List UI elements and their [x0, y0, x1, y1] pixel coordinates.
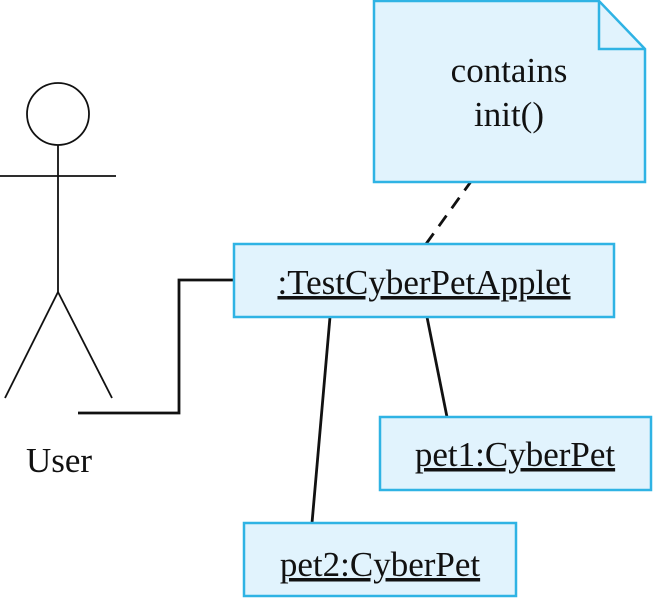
note-corner-fold	[597, 1, 645, 51]
actor-head	[26, 82, 90, 146]
note-line-2: init()	[474, 95, 544, 134]
actor-label: User	[26, 441, 92, 480]
object-box-testcyberpetapplet: :TestCyberPetApplet	[232, 242, 616, 319]
user-to-applet-link	[78, 278, 234, 415]
actor-right-leg	[57, 291, 113, 399]
note-body	[372, 0, 647, 184]
object-box-pet2: pet2:CyberPet	[242, 521, 518, 598]
user-actor-icon	[0, 82, 116, 399]
object-box-pet1-rect	[378, 415, 653, 492]
association-lines	[78, 136, 505, 524]
object-box-main-rect	[232, 242, 616, 319]
object-label-pet2: pet2:CyberPet	[280, 545, 481, 584]
object-box-pet2-rect	[242, 521, 518, 598]
note-line-1: contains	[451, 51, 568, 90]
applet-to-pet2-link	[310, 316, 332, 524]
note-shape	[372, 0, 647, 184]
applet-to-pet1-link	[425, 316, 449, 418]
actor-left-leg	[4, 291, 59, 399]
object-label-pet1: pet1:CyberPet	[415, 435, 616, 474]
object-box-pet1: pet1:CyberPet	[378, 415, 653, 492]
object-label-main: :TestCyberPetApplet	[277, 263, 570, 302]
